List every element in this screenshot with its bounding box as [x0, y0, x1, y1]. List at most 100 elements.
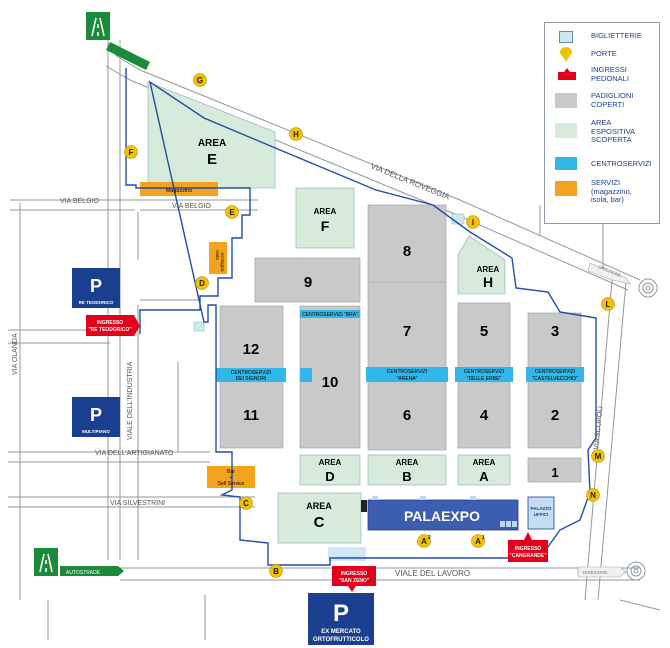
parking-re-teodorico-letter: P: [90, 276, 102, 296]
legend-swatch-centroservizi: [555, 157, 577, 170]
magazzino-label: Magazzino: [166, 188, 193, 194]
hall-1: [527, 457, 582, 483]
legend-swatch-ingressi: [558, 68, 576, 80]
legend-label-porte: PORTE: [591, 49, 617, 58]
legend-label-biglietterie: BIGLIETTERIE: [591, 31, 642, 40]
centroservizi-erbe-label-1: CENTROSERVIZI: [464, 369, 504, 375]
gate-l: L: [601, 297, 615, 311]
parking-re-teodorico-label: RE TEODORICO: [79, 300, 114, 305]
ingresso-re-teodorico: [86, 315, 140, 336]
bar-block: [207, 466, 255, 488]
gate-a1-letter: A: [421, 537, 427, 546]
legend-swatch-area-scoperta: [555, 123, 577, 138]
bar-label-3: Self Service: [218, 481, 245, 487]
hall-label-4: 4: [480, 407, 489, 424]
street-grid: [8, 40, 661, 640]
area-f-letter: F: [321, 218, 330, 234]
gate-n: N: [586, 488, 600, 502]
gate-g-letter: G: [197, 76, 203, 85]
legend-swatch-servizi: [555, 181, 577, 196]
bar-label-2: +: [230, 475, 233, 481]
centroservizi-signori-label-2: DEI SIGNORI: [236, 376, 267, 382]
street-via-olanda: VIA OLANDA: [12, 333, 19, 375]
area-e-letter: E: [207, 151, 217, 168]
biglietteria-san-zeno: [328, 547, 366, 561]
gate-e-letter: E: [229, 208, 235, 217]
area-d-word: AREA: [319, 458, 342, 467]
parking-ex-mercato-letter: P: [333, 600, 349, 627]
area-c-word: AREA: [306, 501, 332, 511]
street-via-belgio-right: VIA BELGIO: [172, 203, 211, 210]
street-via-artigianato: VIA DELL'ARTIGIANATO: [95, 450, 174, 457]
area-f: [295, 187, 355, 249]
hall-label-2: 2: [551, 407, 559, 424]
hall-label-7: 7: [403, 323, 411, 340]
fair-perimeter-fence: [125, 68, 597, 566]
hall-label-9: 10: [322, 374, 339, 391]
gate-g: G: [193, 73, 207, 87]
gate-a2-letter: A: [475, 537, 481, 546]
hall-8-7-6: [367, 204, 447, 451]
autostrade-sign-bottom: [34, 548, 124, 576]
area-h-word: AREA: [477, 265, 500, 274]
legend-label-ingressi: INGRESSI: [591, 65, 627, 74]
hall-label-12: 12: [243, 341, 260, 358]
parking-multipiano-letter: P: [90, 405, 102, 425]
area-a-letter: A: [479, 469, 489, 484]
legend-label-centroservizi: CENTROSERVIZI: [591, 159, 652, 168]
area-e-word: AREA: [198, 138, 226, 149]
gate-b-letter: B: [273, 567, 279, 576]
gate-f-letter: F: [129, 148, 134, 157]
centroservizi-erbe: [455, 367, 513, 382]
gate-d: D: [195, 276, 209, 290]
gate-n-letter: N: [590, 491, 596, 500]
centroservizi-castelvecchio-label-1: CENTROSERVIZI: [535, 369, 575, 375]
ingresso-cangrande-label-1: INGRESSO: [515, 546, 542, 552]
gate-i-letter: I: [472, 218, 474, 227]
area-h-letter: H: [483, 274, 493, 290]
centroservizi-castelvecchio: [526, 367, 584, 382]
parking-multipiano-label: MULTIPIANO: [82, 429, 110, 434]
gate-d-letter: D: [199, 279, 205, 288]
area-e: [147, 81, 276, 189]
parking-re-teodorico: [72, 268, 120, 308]
hall-label-5: 5: [480, 323, 488, 340]
legend-swatch-padiglioni: [555, 93, 577, 108]
parking-multipiano: [72, 397, 120, 437]
area-d: [299, 454, 361, 486]
ingresso-cangrande: [508, 532, 548, 562]
gate-l-letter: L: [606, 300, 611, 309]
gate-i: I: [466, 215, 480, 229]
hall-label-1: 1: [551, 465, 558, 480]
street-viale-del-lavoro: VIALE DEL LAVORO: [395, 569, 470, 578]
area-d-letter: D: [325, 469, 334, 484]
centroservizi-arena: [366, 367, 448, 382]
gate-c-letter: C: [243, 499, 249, 508]
gate-a1-number: 2: [428, 535, 431, 541]
area-f-word: AREA: [314, 207, 337, 216]
ingresso-re-teodorico-label-1: INGRESSO: [97, 320, 124, 326]
centroservizi-signori: [216, 368, 286, 382]
legend-label-servizi: SERVIZI: [591, 178, 621, 187]
parking-ex-mercato-label-2: ORTOFRUTTICOLO: [313, 637, 369, 643]
palazzo-uffici: [527, 496, 555, 530]
street-via-scopoli: VIA SCOPOLI: [593, 406, 605, 451]
centroservizi-bra-label: CENTROSERVIZI "BRA": [302, 312, 358, 318]
autostrade-arrow-top: [106, 42, 150, 70]
street-via-belgio-left: VIA BELGIO: [60, 198, 99, 205]
gate-a2-number: 1: [482, 535, 485, 541]
area-h: [457, 235, 506, 295]
gate-b: B: [269, 564, 283, 578]
legend-label-padiglioni: PADIGLIONI: [591, 91, 634, 100]
ingresso-san-zeno: [332, 566, 376, 592]
ingresso-san-zeno-label-2: "SAN ZENO": [339, 578, 370, 584]
direction-arrow-bottom-label: DIREZIONE: [583, 570, 608, 575]
hall-label-8: 8: [403, 243, 411, 260]
gate-m-letter: M: [595, 452, 602, 461]
hall-label-3: 3: [551, 323, 559, 340]
hall-label-6: 6: [403, 407, 411, 424]
area-c: [277, 492, 362, 544]
